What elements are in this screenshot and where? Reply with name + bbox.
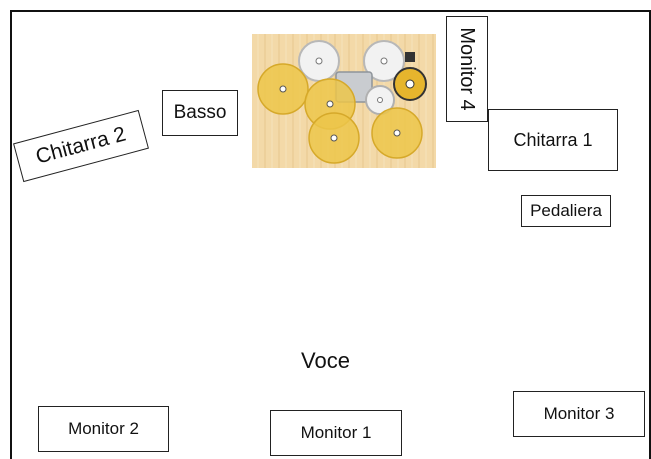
monitor-4-box: Monitor 4 <box>446 16 488 122</box>
chitarra-2-box: Chitarra 2 <box>13 109 149 183</box>
monitor-2-box: Monitor 2 <box>38 406 169 452</box>
pedaliera-label: Pedaliera <box>530 201 602 220</box>
cymbal-bottom <box>308 112 360 164</box>
basso-label: Basso <box>173 102 227 123</box>
cymbal-left <box>257 63 309 115</box>
tom-left <box>298 40 340 82</box>
stage-edge-left <box>10 10 12 459</box>
monitor-3-box: Monitor 3 <box>513 391 645 437</box>
drum-kit-icon <box>252 34 436 168</box>
monitor-3-label: Monitor 3 <box>543 404 615 423</box>
monitor-1-box: Monitor 1 <box>270 410 402 456</box>
pedaliera-box: Pedaliera <box>521 195 611 227</box>
monitor-1-label: Monitor 1 <box>300 423 372 442</box>
chitarra-2-label: Chitarra 2 <box>33 122 129 169</box>
chitarra-1-box: Chitarra 1 <box>488 109 618 171</box>
monitor-2-label: Monitor 2 <box>68 419 139 438</box>
chitarra-1-label: Chitarra 1 <box>513 129 593 150</box>
stage-edge-right <box>649 10 651 459</box>
stage-edge-top <box>10 10 651 12</box>
monitor-4-label: Monitor 4 <box>456 27 479 111</box>
cowbell <box>393 52 427 101</box>
cymbal-right <box>371 107 423 159</box>
voce-label: Voce <box>301 348 350 373</box>
tom-right <box>363 40 405 82</box>
basso-box: Basso <box>162 90 238 136</box>
